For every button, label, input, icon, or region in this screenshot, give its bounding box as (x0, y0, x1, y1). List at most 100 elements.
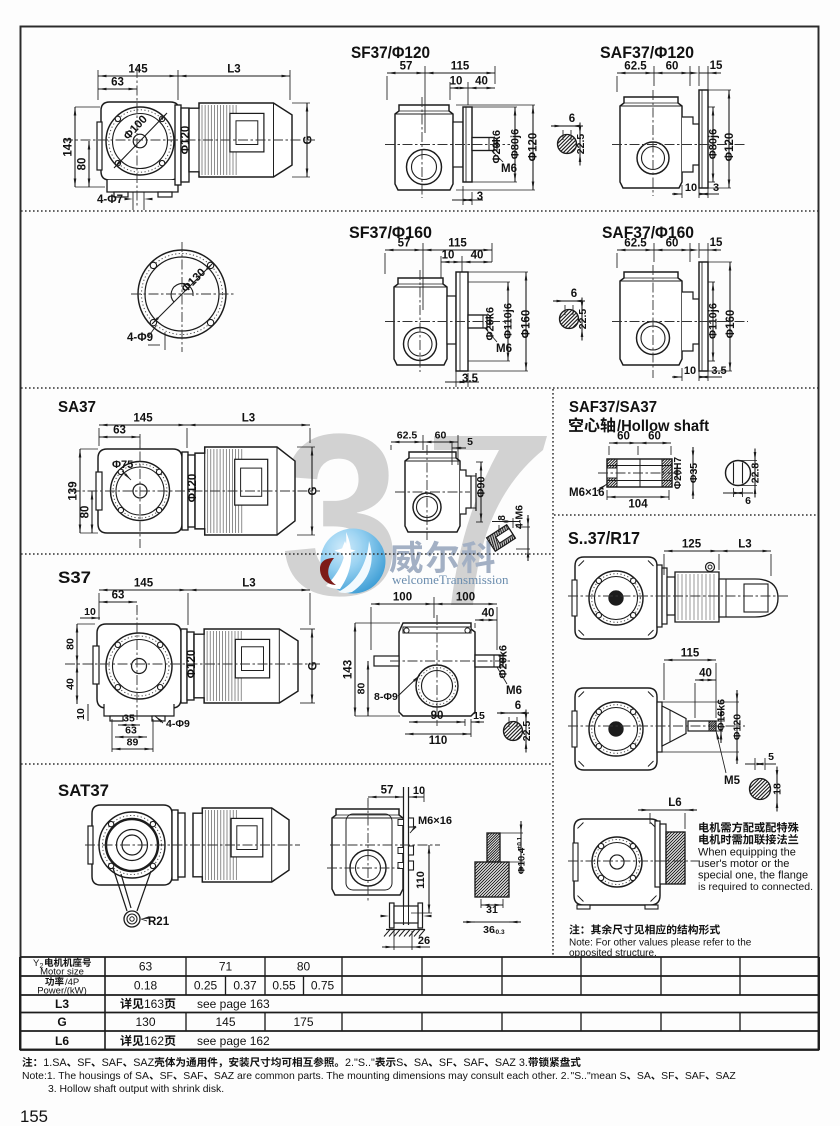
svg-text:Y: Y (33, 958, 40, 969)
svg-text:130: 130 (135, 1015, 155, 1029)
svg-text:80: 80 (356, 683, 368, 695)
svg-text:8: 8 (497, 515, 508, 521)
svg-text:3: 3 (280, 387, 400, 644)
svg-text:SF: SF (77, 1057, 91, 1069)
svg-text:When equipping the: When equipping the (698, 847, 796, 859)
svg-text:0.75: 0.75 (311, 979, 335, 993)
svg-text:6: 6 (745, 495, 751, 507)
svg-text:SAZ: SAZ (715, 1071, 736, 1082)
svg-text:3: 3 (713, 182, 719, 194)
svg-text:115: 115 (681, 648, 700, 660)
svg-text:4-Φ9: 4-Φ9 (127, 332, 153, 344)
svg-text:M6×16: M6×16 (569, 487, 604, 499)
svg-text:Power/(kW): Power/(kW) (37, 986, 87, 997)
svg-text:G: G (57, 1015, 66, 1029)
svg-text:L6: L6 (668, 797, 681, 809)
svg-text:special one, the flange: special one, the flange (698, 870, 808, 882)
svg-text:SA: SA (414, 1057, 429, 1069)
svg-text:22.5: 22.5 (521, 721, 533, 742)
svg-text:125: 125 (682, 539, 702, 551)
svg-text:100: 100 (393, 592, 412, 604)
svg-text:6: 6 (515, 700, 521, 712)
svg-text:L3: L3 (227, 64, 240, 76)
svg-text:S: S (396, 1057, 403, 1069)
svg-text:80: 80 (80, 506, 92, 519)
svg-text:10: 10 (413, 785, 425, 797)
svg-text:Φ20H7: Φ20H7 (673, 457, 684, 490)
svg-text:145: 145 (134, 578, 154, 590)
svg-text:Φ120: Φ120 (732, 714, 744, 740)
svg-text:40: 40 (471, 250, 484, 262)
svg-text:15: 15 (710, 60, 723, 72)
svg-text:mean S: mean S (591, 1071, 627, 1082)
svg-text:"S..": "S.." (571, 1071, 591, 1082)
svg-text:15: 15 (710, 237, 723, 249)
svg-text:8-Φ9: 8-Φ9 (374, 691, 398, 703)
svg-text:6: 6 (569, 113, 575, 125)
svg-text:-0.3: -0.3 (493, 929, 505, 936)
svg-text:145: 145 (133, 413, 153, 425)
svg-text:SF: SF (661, 1071, 674, 1082)
svg-text:SAT37: SAT37 (58, 782, 109, 800)
svg-text:R21: R21 (148, 916, 170, 928)
svg-text:Φ20k6: Φ20k6 (491, 130, 503, 164)
svg-text:71: 71 (219, 960, 233, 974)
svg-text:62.5: 62.5 (624, 61, 647, 73)
svg-text:M6: M6 (496, 343, 512, 355)
svg-text:Φ16k6: Φ16k6 (716, 699, 728, 731)
svg-text:0.18: 0.18 (134, 979, 158, 993)
svg-text:80: 80 (77, 158, 89, 171)
svg-text:80: 80 (65, 638, 77, 650)
svg-text:2."S..": 2."S.." (345, 1057, 375, 1069)
svg-text:15: 15 (473, 710, 485, 722)
svg-text:SA: SA (637, 1071, 651, 1082)
svg-text:user's motor or the: user's motor or the (698, 858, 789, 870)
svg-text:SF: SF (160, 1071, 173, 1082)
svg-text:Note: For other values please: Note: For other values please refer to t… (569, 938, 752, 949)
svg-text:175: 175 (293, 1015, 313, 1029)
svg-text:10: 10 (75, 708, 87, 720)
svg-text:63: 63 (125, 725, 137, 737)
svg-text:57: 57 (398, 238, 411, 250)
svg-text:SAZ: SAZ (133, 1057, 154, 1069)
svg-text:Φ35: Φ35 (688, 463, 700, 483)
svg-text:143: 143 (63, 137, 75, 156)
svg-text:/4P: /4P (65, 977, 79, 988)
svg-text:5: 5 (467, 436, 473, 448)
svg-text:0.55: 0.55 (272, 979, 296, 993)
svg-text:Φ20k6: Φ20k6 (498, 645, 510, 679)
svg-text:SAZ are common parts. The moun: SAZ are common parts. The mounting dimen… (214, 1071, 570, 1082)
svg-text:110: 110 (415, 871, 427, 889)
svg-text:63: 63 (112, 590, 125, 602)
svg-text:SAF: SAF (685, 1071, 705, 1082)
svg-text:60: 60 (435, 430, 447, 442)
svg-text:4-M6: 4-M6 (514, 505, 526, 529)
svg-text:SF: SF (439, 1057, 453, 1069)
svg-text:3: 3 (477, 191, 483, 203)
svg-text:G: G (308, 486, 320, 495)
svg-text:Φ110j6: Φ110j6 (708, 303, 720, 339)
svg-text:63: 63 (111, 77, 124, 89)
svg-text:145: 145 (128, 64, 148, 76)
svg-text:1.SA: 1.SA (43, 1057, 67, 1069)
svg-text:0.25: 0.25 (194, 979, 218, 993)
svg-text:SAF: SAF (102, 1057, 123, 1069)
svg-text:60: 60 (666, 238, 679, 250)
svg-text:163: 163 (144, 997, 164, 1011)
svg-text:Φ80j6: Φ80j6 (708, 129, 720, 159)
svg-text:Motor size: Motor size (40, 967, 84, 978)
svg-text:SAZ 3.: SAZ 3. (495, 1057, 528, 1069)
svg-text:SF37/Φ120: SF37/Φ120 (351, 43, 430, 62)
svg-text:SA37: SA37 (58, 399, 96, 416)
svg-text:57: 57 (381, 785, 394, 797)
svg-text:40: 40 (699, 668, 712, 680)
svg-text:Φ160: Φ160 (521, 310, 533, 339)
svg-text:Φ80j6: Φ80j6 (510, 129, 522, 159)
svg-text:is required to connected.: is required to connected. (698, 881, 813, 893)
svg-text:63: 63 (113, 425, 126, 437)
svg-text:10: 10 (84, 606, 96, 618)
svg-text:36: 36 (483, 924, 495, 936)
svg-text:3. Hollow shaft output with sh: 3. Hollow shaft output with shrink disk. (48, 1084, 224, 1095)
svg-text:SAF: SAF (183, 1071, 203, 1082)
svg-text:Φ110j6: Φ110j6 (503, 303, 515, 339)
